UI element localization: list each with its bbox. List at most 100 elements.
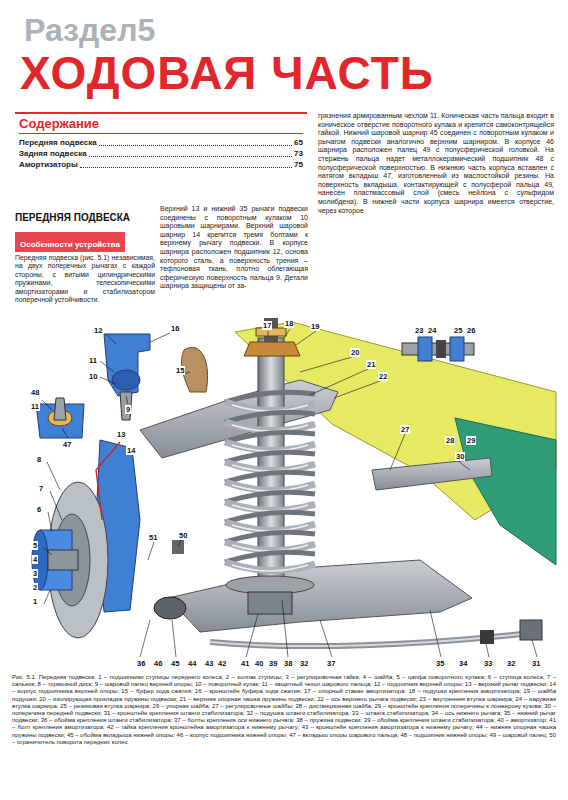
section-number: Раздел5	[24, 14, 155, 46]
callout-number: 1	[32, 597, 38, 606]
drawing-part	[120, 392, 132, 420]
drawing-part	[172, 540, 184, 554]
callout-number: 31	[531, 659, 541, 668]
callout-number: 17	[262, 321, 272, 330]
callout-number: 29	[466, 436, 476, 445]
coil-spring	[225, 392, 315, 571]
callout-number: 43	[204, 659, 214, 668]
callout-number: 40	[254, 659, 264, 668]
contents-entry: Амортизаторы	[19, 159, 78, 170]
dot-leader	[99, 145, 292, 146]
drawing-part	[42, 329, 537, 657]
callout-number: 11	[30, 402, 40, 411]
callout-number: 33	[483, 659, 493, 668]
drawing-part	[48, 482, 108, 638]
drawing-part	[282, 600, 288, 657]
drawing-part	[225, 452, 315, 462]
drawing-part	[42, 400, 52, 410]
drawing-part	[284, 329, 290, 338]
drawing-part	[320, 620, 332, 657]
drawing-part	[480, 630, 494, 644]
callout-number: 32	[506, 659, 516, 668]
contents-heading: Содержание	[19, 116, 303, 134]
callout-number: 13	[116, 430, 126, 439]
drawing-part	[225, 492, 315, 502]
callout-number: 19	[310, 322, 320, 331]
page-number: 73	[294, 148, 303, 159]
drawing-part	[44, 548, 52, 555]
body-text: грязнения армированным чехлом 11. Кониче…	[318, 112, 554, 215]
drawing-part	[140, 380, 338, 458]
drawing-part	[106, 334, 116, 344]
drawing-part	[300, 357, 352, 372]
drawing-part	[532, 640, 537, 657]
callout-number: 3	[32, 569, 38, 578]
drawing-part	[225, 512, 315, 522]
drawing-part	[100, 377, 116, 384]
callout-number: 51	[148, 533, 158, 542]
drawing-part	[248, 592, 292, 614]
drawing-part	[430, 610, 441, 657]
callout-number: 2	[32, 583, 38, 592]
callout-number: 48	[30, 388, 40, 397]
callout-number: 21	[366, 360, 376, 369]
drawing-part	[225, 392, 315, 402]
drawing-part	[225, 432, 315, 442]
drawing-part	[390, 434, 405, 470]
subsection-banner: Особенности устройства	[15, 232, 125, 252]
callout-number: 37	[326, 659, 336, 668]
callout-number: 25	[453, 326, 463, 335]
drawing-part	[62, 428, 68, 438]
drawing-part	[232, 565, 308, 571]
callout-number: 8	[36, 455, 42, 464]
drawing-part	[47, 462, 60, 490]
callout-number: 34	[458, 659, 468, 668]
drawing-part	[112, 370, 140, 390]
contents-row: Задняя подвеска73	[19, 148, 303, 159]
drawing-part	[48, 512, 52, 532]
drawing-part	[455, 418, 556, 565]
callout-number: 30	[455, 452, 465, 461]
drawing-part	[225, 472, 315, 482]
callout-number: 46	[153, 659, 163, 668]
contents-row: Амортизаторы75	[19, 159, 303, 170]
drawing-part	[126, 396, 128, 404]
drawing-part	[225, 532, 315, 542]
drawing-part	[246, 614, 258, 657]
drawing-part	[225, 562, 315, 571]
page-title: ХОДОВАЯ ЧАСТЬ	[20, 50, 434, 96]
banner-text: Особенности устройства	[20, 240, 120, 249]
drawing-part	[226, 576, 314, 594]
callout-number: 47	[62, 440, 72, 449]
drawing-part	[520, 620, 542, 640]
dot-leader	[89, 156, 292, 157]
drawing-part	[154, 597, 186, 619]
callout-number: 26	[466, 326, 476, 335]
body-text: Верхний 13 и нижний 35 рычаги подвески с…	[160, 205, 308, 291]
callout-number: 44	[187, 659, 197, 668]
callout-number: 6	[36, 505, 42, 514]
drawing-part	[334, 381, 380, 398]
callout-number: 18	[284, 319, 294, 328]
drawing-part	[296, 331, 316, 345]
drawing-part	[225, 542, 315, 551]
drawing-part	[172, 620, 176, 657]
drawing-part	[148, 542, 154, 560]
drawing-part	[268, 331, 269, 336]
drawing-part	[225, 552, 315, 562]
dot-leader	[80, 167, 292, 168]
drawing-part	[96, 442, 120, 520]
callout-number: 28	[445, 436, 455, 445]
page-number: 65	[294, 137, 303, 148]
drawing-part	[225, 402, 315, 411]
callout-number: 41	[240, 659, 250, 668]
callout-number: 14	[126, 446, 136, 455]
callout-number: 20	[350, 348, 360, 357]
drawing-part	[372, 458, 492, 490]
drawing-part	[150, 333, 170, 342]
drawing-part	[182, 347, 208, 392]
drawing-part	[225, 422, 315, 431]
drawing-part	[436, 340, 446, 358]
callout-number: 5	[32, 541, 38, 550]
contents-box: СодержаниеПередняя подвеска65Задняя подв…	[15, 112, 307, 174]
